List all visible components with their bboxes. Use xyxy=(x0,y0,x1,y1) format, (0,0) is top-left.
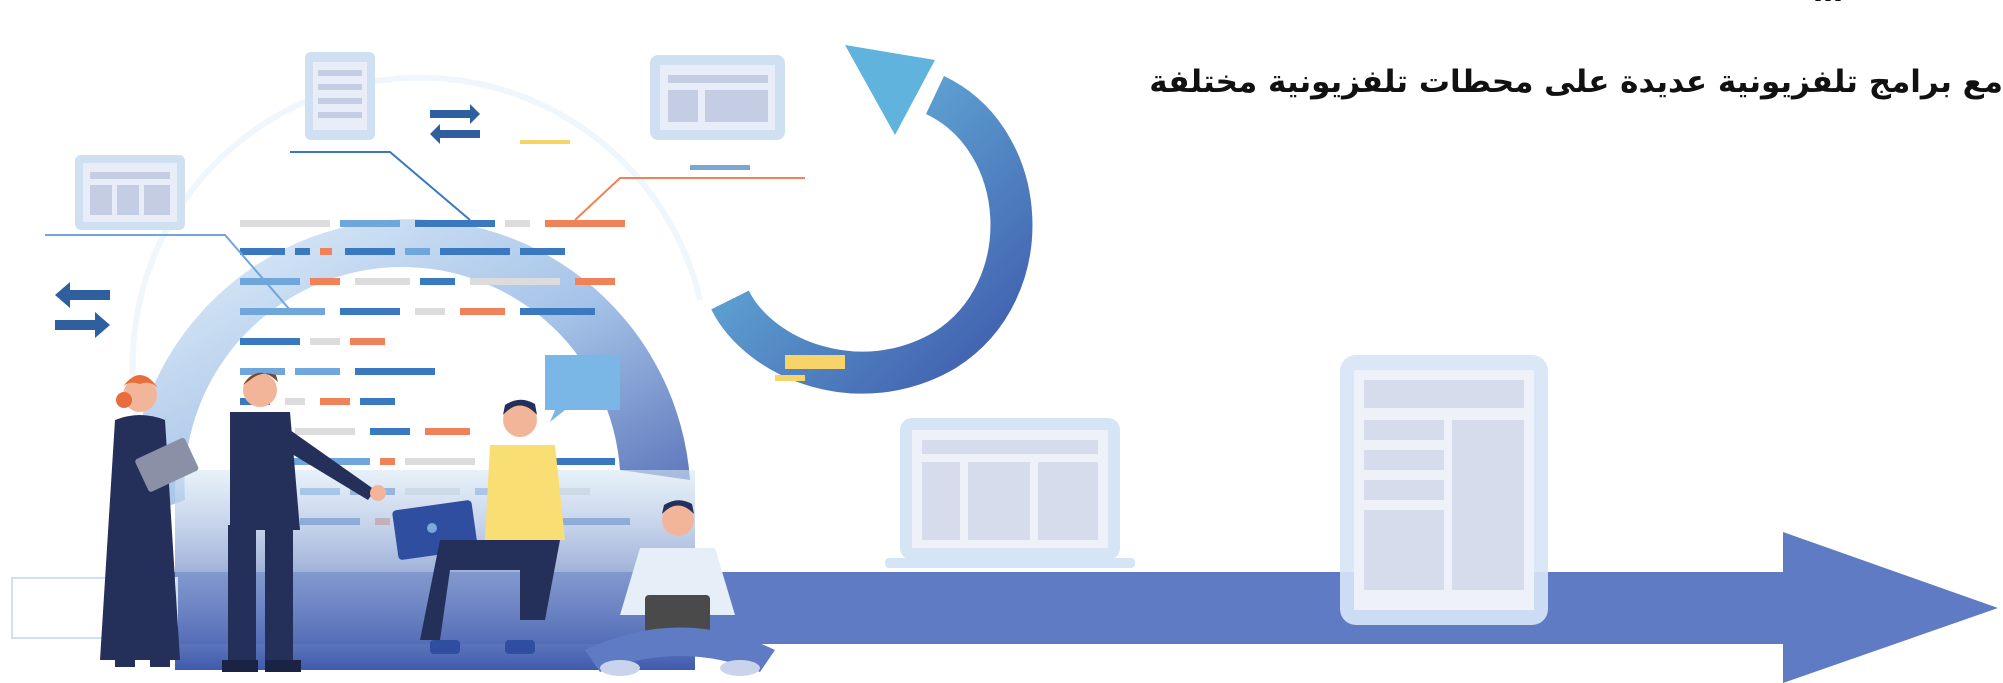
accent-dash-white xyxy=(240,105,270,109)
monitor-icon-top xyxy=(305,52,375,140)
person-woman-tablet xyxy=(100,375,199,667)
person-man-standing xyxy=(222,372,386,672)
accent-block-small xyxy=(775,375,805,381)
tablet-display xyxy=(1340,355,1548,625)
monitor-icon-right xyxy=(650,55,785,170)
laptop-icon-left xyxy=(75,155,185,230)
accent-block xyxy=(785,355,845,369)
headline-main: مع برامج تلفزيونية عديدة على محطات تلفزي… xyxy=(1149,64,2003,100)
cycle-ring xyxy=(129,74,703,520)
accent-dash xyxy=(520,140,570,144)
headline-top-partial: … xyxy=(1813,0,1843,9)
person-sitting-laptop xyxy=(392,399,565,654)
lightbulb-icon xyxy=(697,237,753,298)
person-crosslegged-laptop xyxy=(585,500,775,676)
cycle-arrow xyxy=(711,45,1033,394)
speech-bubble-icon xyxy=(545,355,620,422)
connector-lines xyxy=(45,151,805,311)
swap-arrows-icon-top xyxy=(430,104,480,144)
swap-arrows-icon-left xyxy=(55,282,110,338)
laptop-display xyxy=(885,418,1135,568)
